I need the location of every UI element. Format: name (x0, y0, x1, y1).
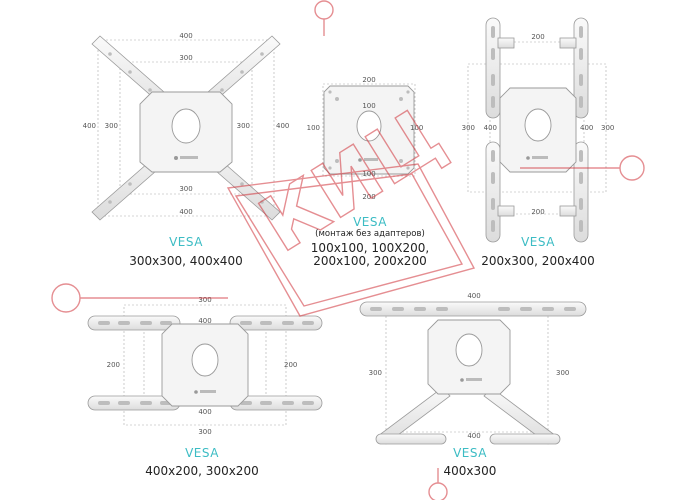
dim-right-outer: 300 (601, 124, 614, 132)
dim-top: 200 (531, 33, 544, 41)
bracket-diagram-3: 200 200 300 400 400 300 (462, 17, 614, 243)
dim-bottom-outer: 300 (198, 428, 211, 436)
dim-left: 200 (107, 361, 120, 369)
dim-bottom-inner: 300 (179, 185, 192, 193)
dim-left: 300 (369, 369, 382, 377)
dim-left-inner: 300 (105, 122, 118, 130)
dim-top-outer: 300 (198, 296, 211, 304)
dim-right-inner: 100 (410, 124, 423, 132)
caption-sizes-3: 200x300, 200x400 (481, 254, 595, 268)
bracket-diagram-4: 300 400 400 300 200 200 (87, 296, 323, 436)
caption-title-2: VESA (353, 215, 387, 229)
dim-bottom-outer: 200 (362, 193, 375, 201)
caption-sizes-2b: 200x100, 200x200 (313, 254, 427, 268)
caption-title-3: VESA (521, 235, 555, 249)
caption-sizes-5: 400x300 (443, 464, 497, 478)
dim-bottom: 400 (467, 432, 480, 440)
dim-left-outer: 300 (462, 124, 475, 132)
dim-left-inner: 400 (484, 124, 497, 132)
caption-title-5: VESA (453, 446, 487, 460)
dim-top-inner: 400 (198, 317, 211, 325)
dim-right-inner: 300 (237, 122, 250, 130)
bracket-diagram-1: 400 300 300 400 400 300 300 400 (83, 32, 289, 221)
dim-top-inner: 100 (362, 102, 375, 110)
dim-right: 300 (556, 369, 569, 377)
caption-sizes-2a: 100x100, 100X200, (310, 241, 430, 255)
dim-left-inner: 100 (307, 124, 320, 132)
bracket-diagram-5: 400 400 300 300 (359, 292, 587, 445)
dim-right-outer: 400 (276, 122, 289, 130)
dim-top-outer: 400 (179, 32, 192, 40)
caption-note-2: (монтаж без адаптеров) (315, 229, 425, 239)
dim-top-inner: 300 (179, 54, 192, 62)
dim-bottom-inner: 400 (198, 408, 211, 416)
dim-right: 200 (284, 361, 297, 369)
caption-title-4: VESA (185, 446, 219, 460)
dim-bottom: 200 (531, 208, 544, 216)
caption-sizes-4: 400x200, 300x200 (145, 464, 259, 478)
dim-top-outer: 200 (362, 76, 375, 84)
dim-top: 400 (467, 292, 480, 300)
bracket-diagram-2: 200 100 100 200 100 100 (307, 76, 424, 201)
caption-title-1: VESA (169, 235, 203, 249)
dim-right-inner: 400 (580, 124, 593, 132)
dim-bottom-outer: 400 (179, 208, 192, 216)
caption-sizes-1: 300x300, 400x400 (129, 254, 243, 268)
dim-left-outer: 400 (83, 122, 96, 130)
dim-bottom-inner: 100 (362, 170, 375, 178)
